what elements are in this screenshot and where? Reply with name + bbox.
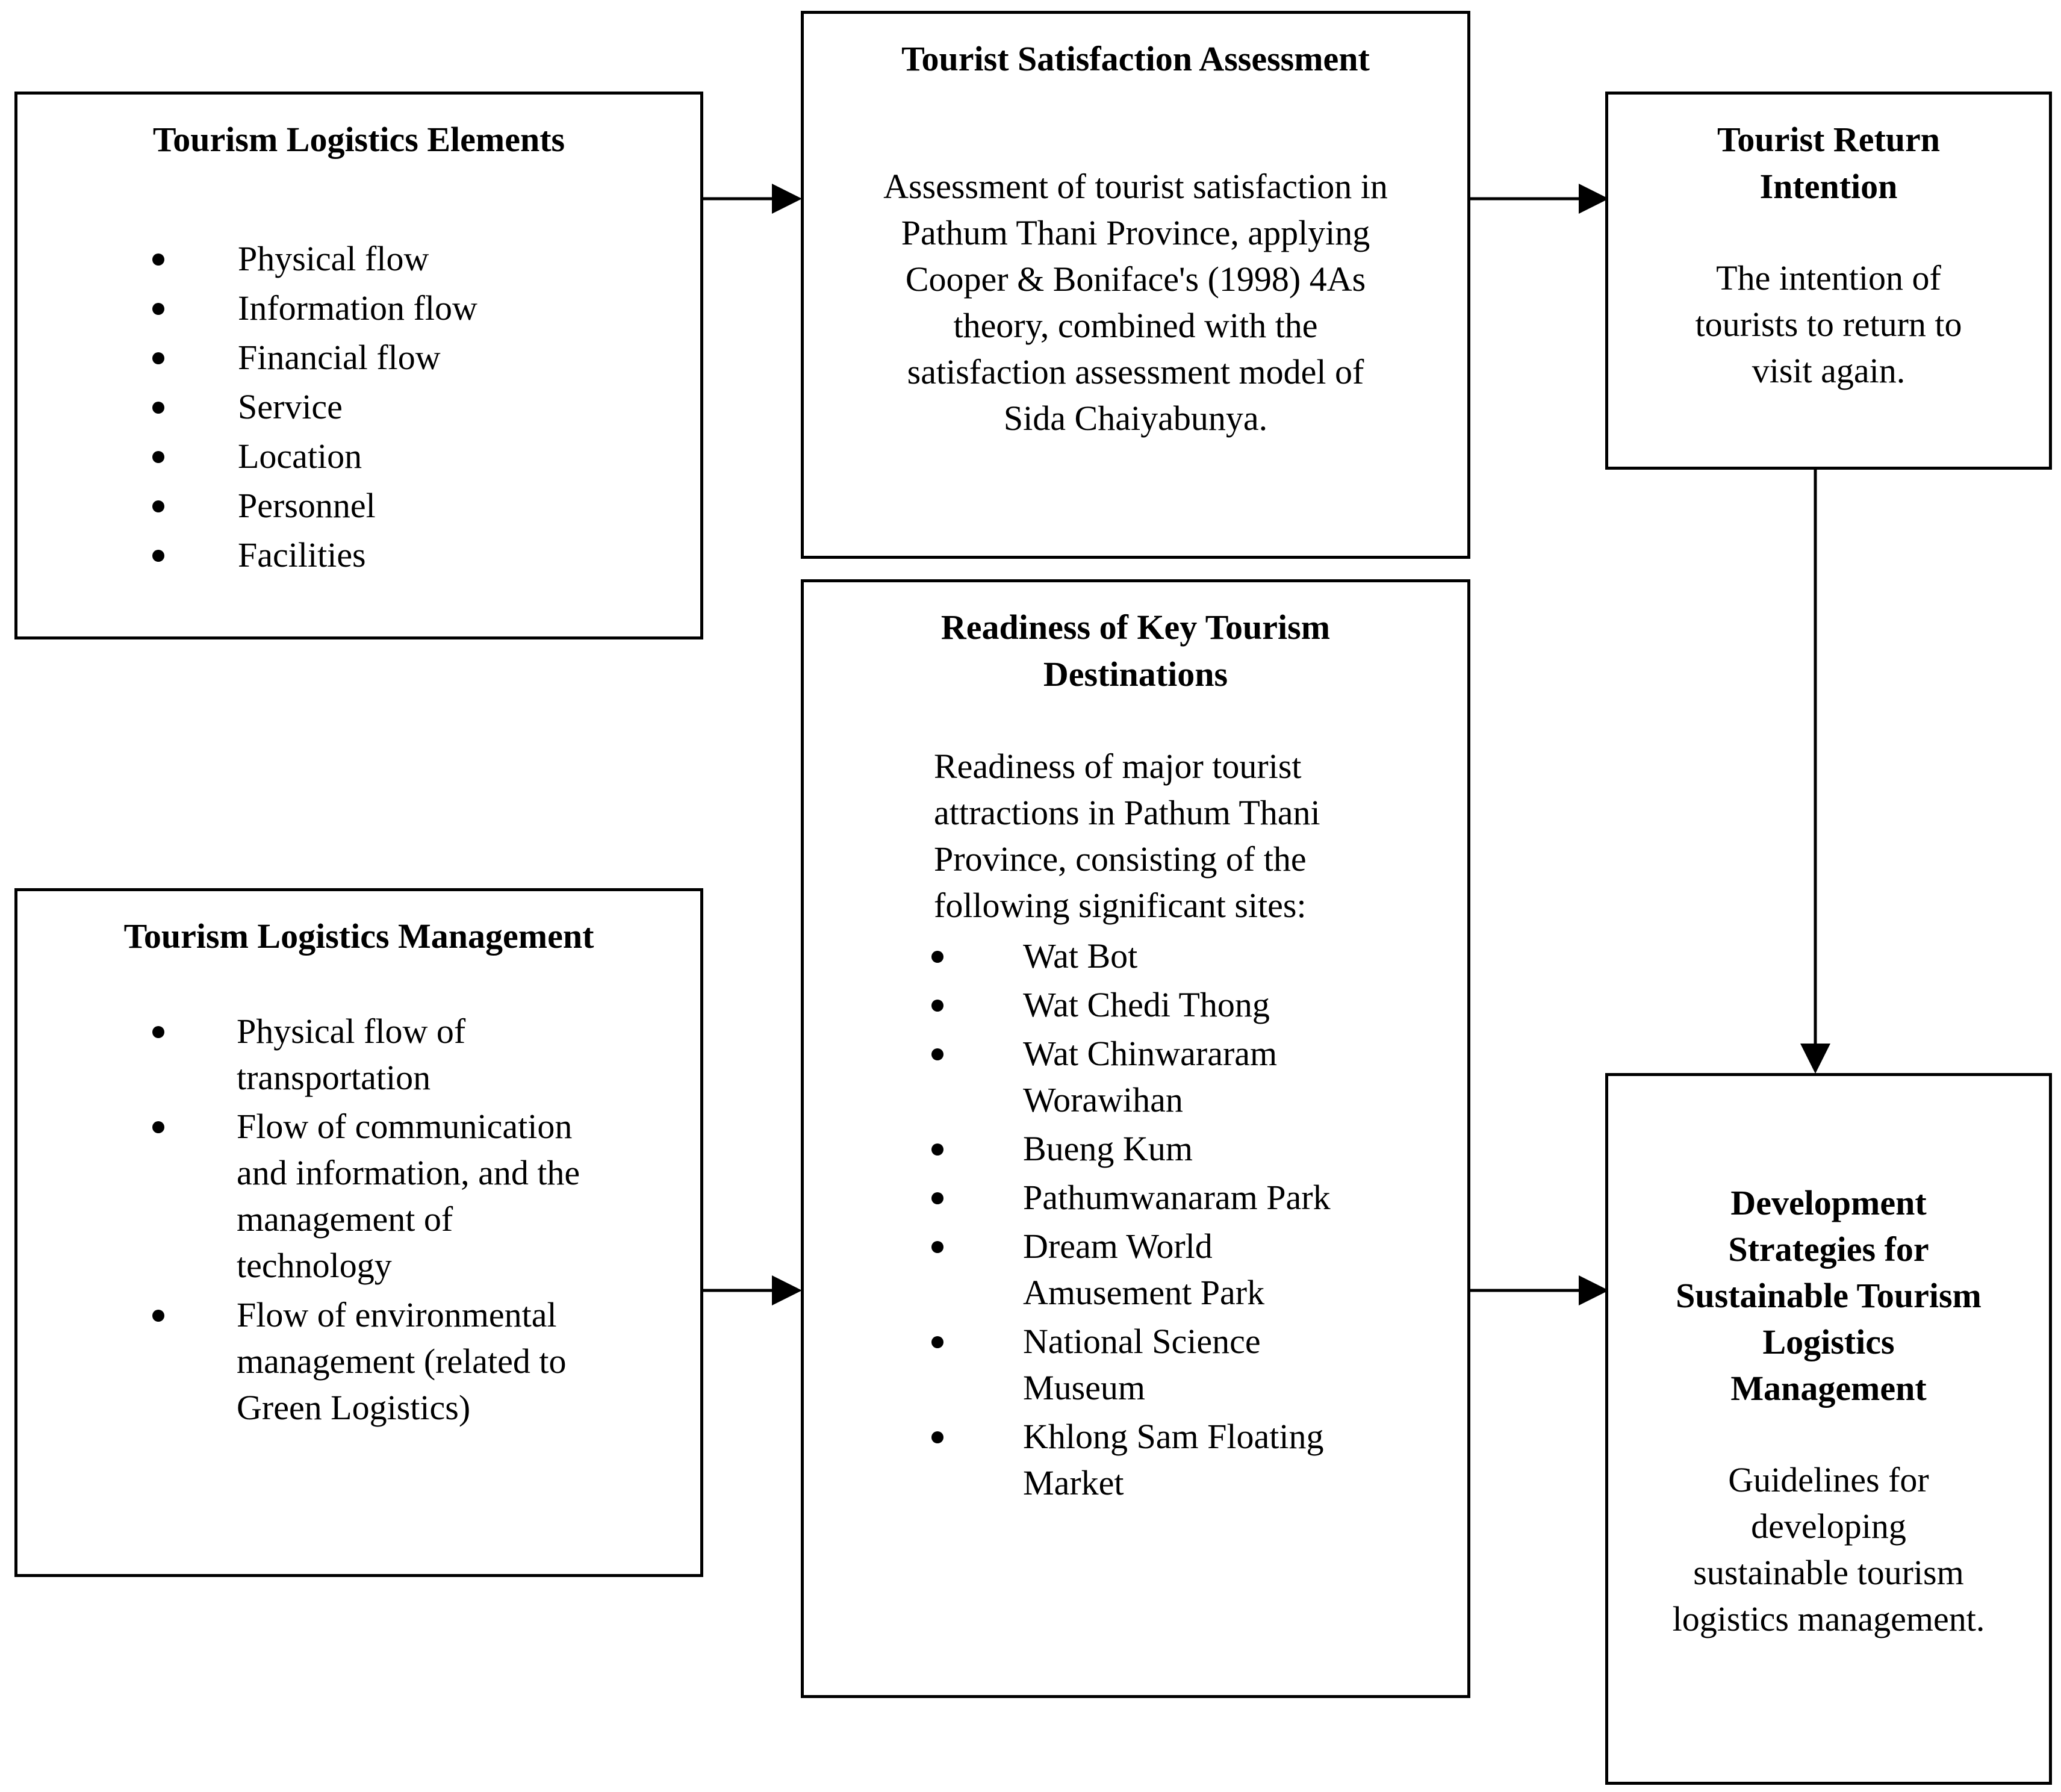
- list-item: Information flow: [17, 285, 700, 334]
- tourist-return-intention-title: Tourist Return Intention: [1717, 120, 1941, 206]
- tourist-return-intention-box: Tourist Return Intention The intention o…: [1605, 92, 2052, 470]
- arrow-management-to-readiness: [702, 1275, 802, 1305]
- bullet-icon: [931, 1241, 943, 1253]
- list-item: Location: [17, 433, 700, 482]
- bullet-icon: [931, 1431, 943, 1443]
- bullet-icon: [152, 402, 164, 414]
- bullet-icon: [152, 303, 164, 315]
- bullet-icon: [931, 1048, 943, 1060]
- bullet-icon: [931, 951, 943, 963]
- development-strategies-box: Development Strategies for Sustainable T…: [1605, 1073, 2052, 1785]
- tourist-satisfaction-assessment-title: Tourist Satisfaction Assessment: [901, 39, 1370, 78]
- readiness-key-destinations-title: Readiness of Key Tourism Destinations: [940, 608, 1331, 694]
- tourism-logistics-elements-list: Physical flow Information flow Financial…: [17, 235, 700, 581]
- bullet-icon: [152, 254, 164, 266]
- development-strategies-description: Guidelines for developing sustainable to…: [1672, 1460, 1985, 1638]
- tourism-logistics-elements-box: Tourism Logistics Elements Physical flow…: [14, 92, 703, 639]
- tourism-logistics-management-box: Tourism Logistics Management Physical fl…: [14, 888, 703, 1577]
- bullet-icon: [152, 1310, 164, 1322]
- readiness-key-destinations-intro: Readiness of major tourist attractions i…: [934, 747, 1320, 925]
- list-item: Physical flow: [17, 235, 700, 285]
- tourist-return-intention-description: The intention of tourists to return to v…: [1695, 258, 1962, 390]
- tourist-satisfaction-assessment-description: Assessment of tourist satisfaction in Pa…: [883, 167, 1388, 438]
- list-item: Facilities: [17, 532, 700, 581]
- bullet-icon: [152, 1121, 164, 1133]
- development-strategies-title: Development Strategies for Sustainable T…: [1676, 1183, 1982, 1408]
- arrow-return-to-strategies: [1800, 468, 1830, 1074]
- bullet-icon: [931, 1000, 943, 1012]
- list-item: Wat Bot: [804, 933, 1467, 982]
- arrow-satisfaction-to-return: [1469, 184, 1609, 214]
- list-item: Service: [17, 384, 700, 433]
- tourism-logistics-elements-title: Tourism Logistics Elements: [152, 120, 565, 159]
- arrow-elements-to-satisfaction: [702, 184, 802, 214]
- list-item: Financial flow: [17, 334, 700, 384]
- tourist-satisfaction-assessment-box: Tourist Satisfaction Assessment Assessme…: [801, 11, 1470, 559]
- bullet-icon: [152, 352, 164, 364]
- tourism-logistics-management-title: Tourism Logistics Management: [123, 916, 594, 956]
- bullet-icon: [931, 1192, 943, 1204]
- bullet-icon: [152, 500, 164, 512]
- list-item: Bueng Kum: [804, 1125, 1467, 1174]
- bullet-icon: [152, 550, 164, 562]
- list-item: Personnel: [17, 482, 700, 532]
- list-item: Pathumwanaram Park: [804, 1174, 1467, 1223]
- bullet-icon: [931, 1336, 943, 1348]
- readiness-key-destinations-box: Readiness of Key Tourism Destinations Re…: [801, 579, 1470, 1698]
- bullet-icon: [152, 1026, 164, 1038]
- list-item: Wat Chedi Thong: [804, 982, 1467, 1030]
- bullet-icon: [152, 451, 164, 463]
- bullet-icon: [931, 1143, 943, 1156]
- arrow-readiness-to-strategies: [1469, 1275, 1609, 1305]
